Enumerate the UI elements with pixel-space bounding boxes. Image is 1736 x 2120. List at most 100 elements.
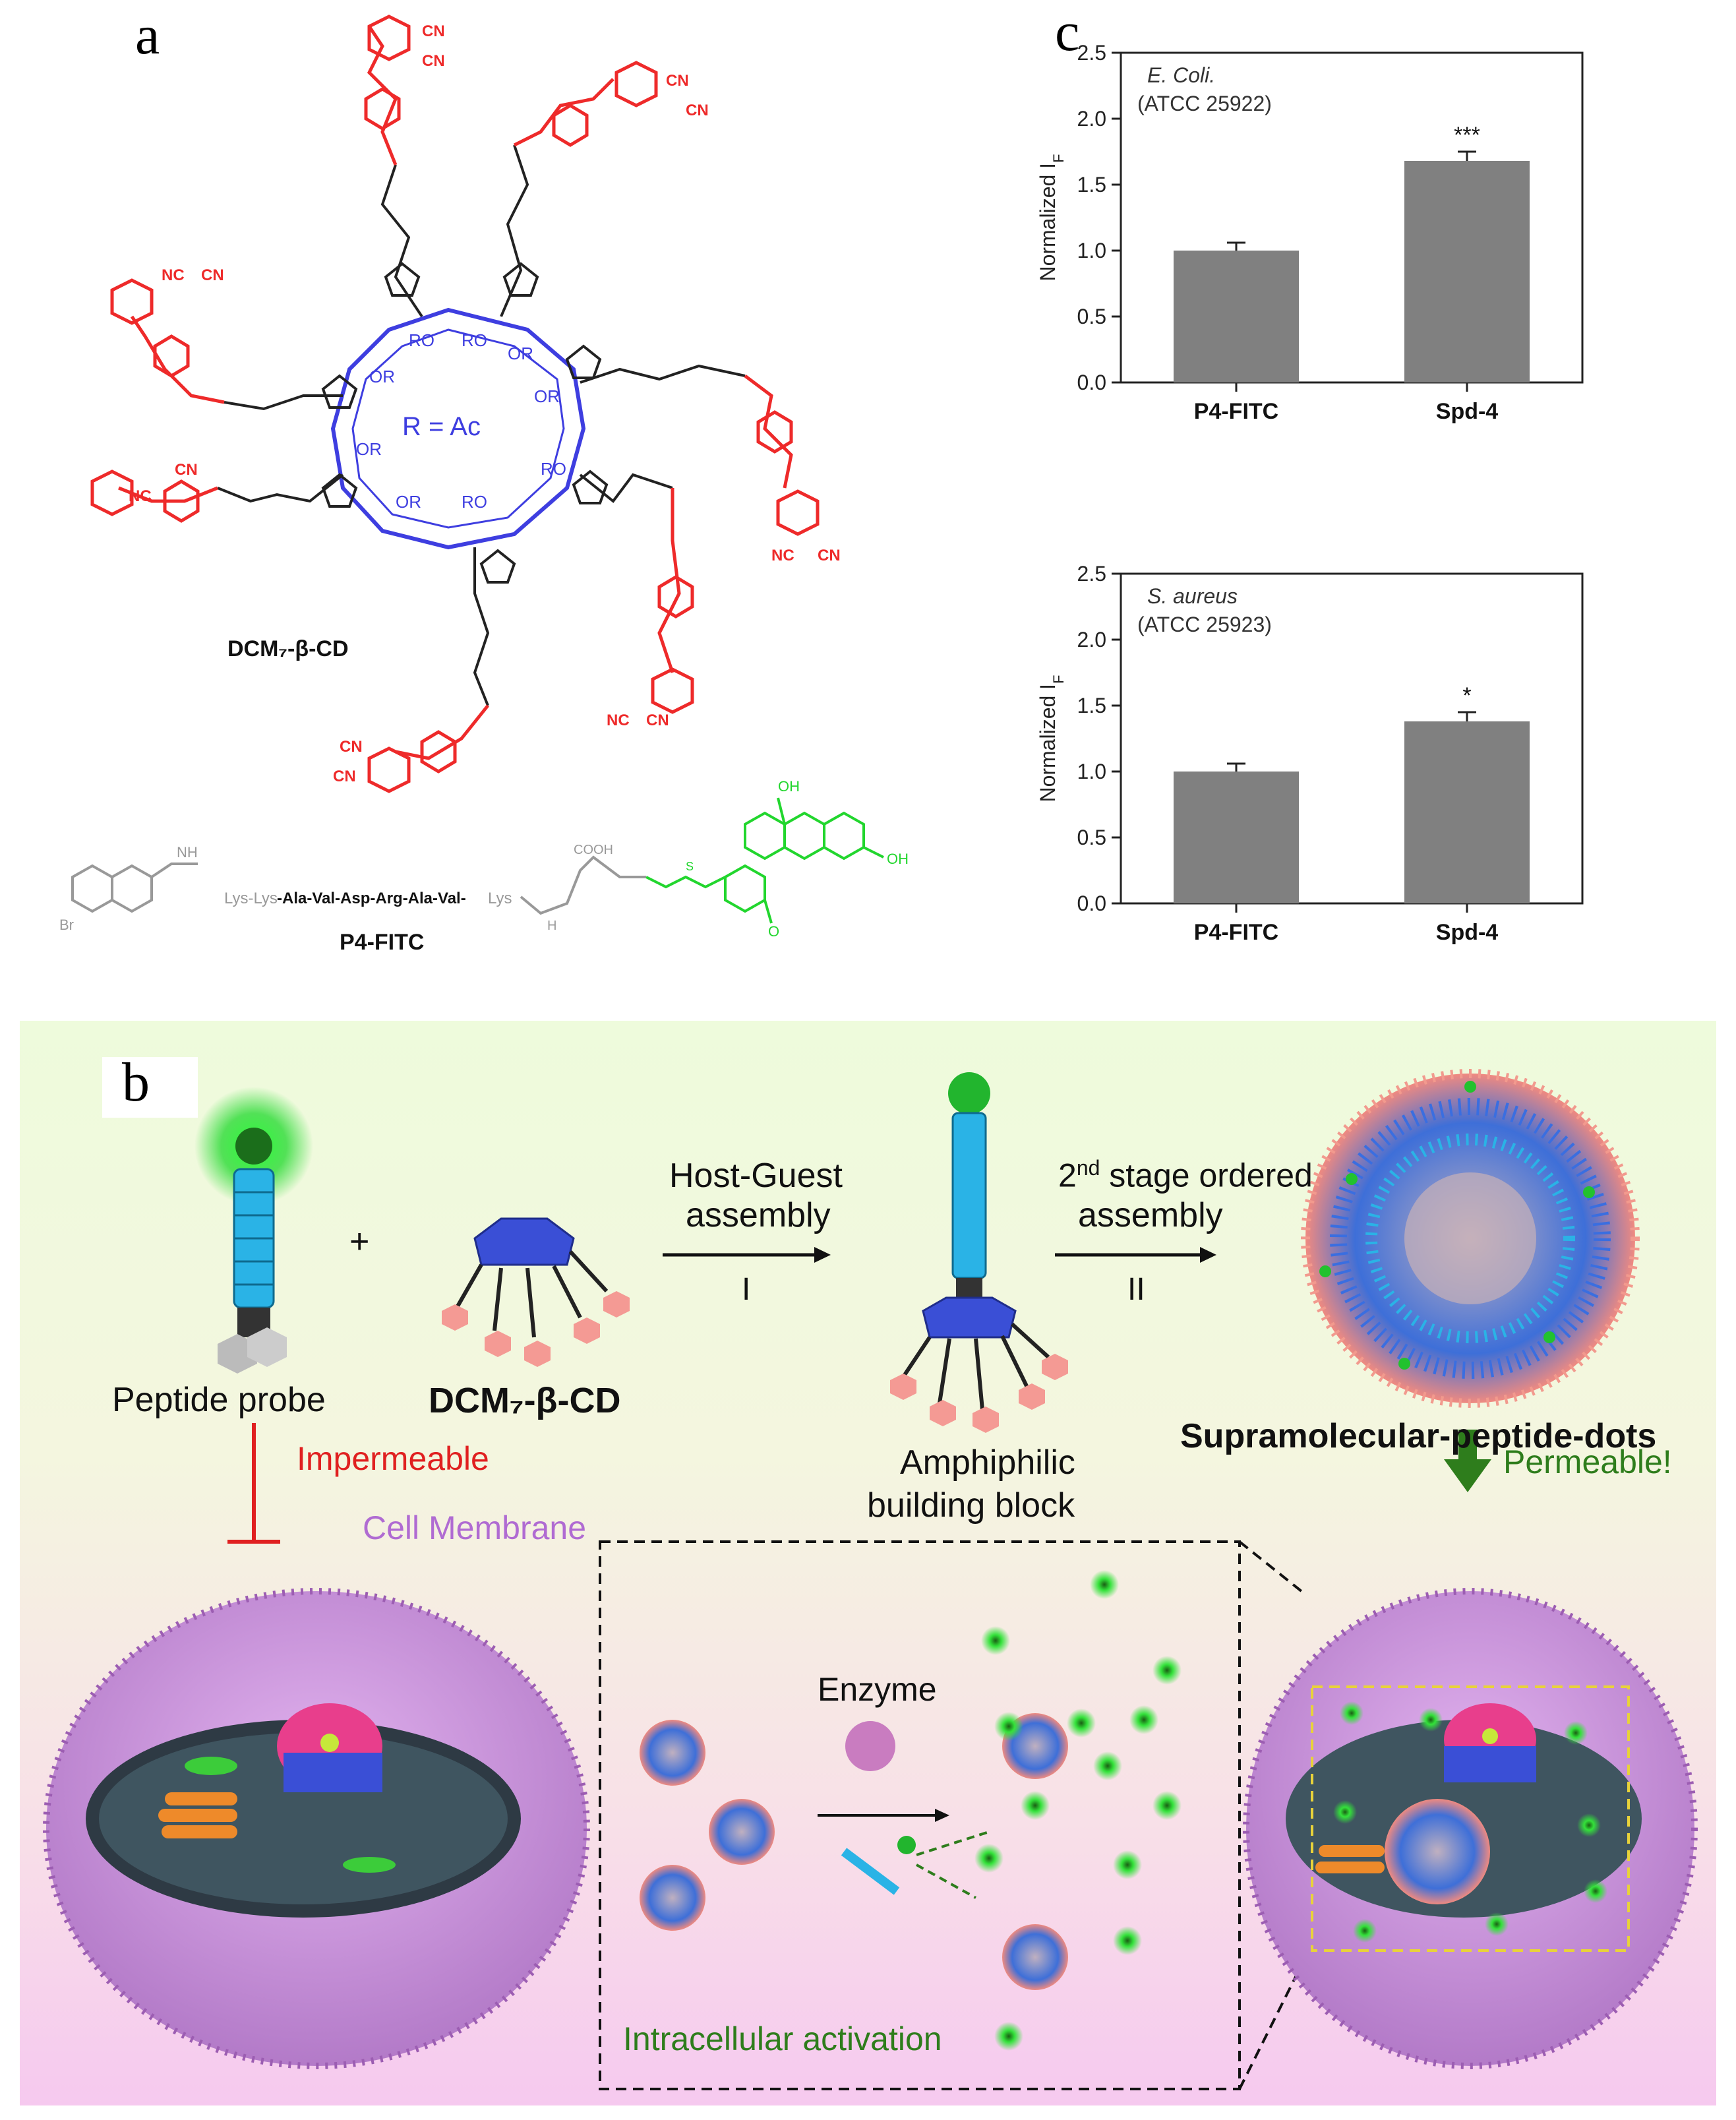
nc-label: NC — [129, 487, 152, 505]
chart-subtitle: (ATCC 25923) — [1137, 613, 1272, 636]
bar — [1174, 251, 1299, 382]
x-tick-label: P4-FITC — [1194, 920, 1278, 945]
cn-label: CN — [686, 102, 709, 119]
superscript-nd: nd — [1076, 1156, 1100, 1180]
cell-membrane-label: Cell Membrane — [363, 1509, 587, 1546]
cn-label: CN — [340, 738, 363, 756]
y-tick-label: 1.0 — [1077, 760, 1106, 783]
step-ii-label: II — [1127, 1272, 1145, 1307]
amphiphilic-label-1: Amphiphilic — [900, 1443, 1075, 1482]
bar — [1404, 161, 1530, 382]
host-guest-label: Host-Guest — [669, 1157, 843, 1195]
p4-fitc-structure: Br NH Lys-Lys -Ala-Val-Asp-Arg-Ala-Val- … — [59, 778, 909, 955]
panel-b-letter: b — [122, 1052, 150, 1113]
permeable-label: Permeable! — [1503, 1443, 1672, 1480]
or-label: OR — [534, 386, 560, 406]
y-axis-label: Normalized IF — [1036, 675, 1067, 802]
peptide-sequence: -Ala-Val-Asp-Arg-Ala-Val- — [277, 890, 466, 907]
supramolecular-dot-icon — [1301, 1069, 1640, 1408]
panel-b-schematic: b — [20, 1021, 1716, 2105]
y-tick-label: 2.0 — [1077, 628, 1106, 651]
impermeable-label: Impermeable — [297, 1440, 489, 1477]
dcm-cd-label: DCM₇-β-CD — [429, 1381, 621, 1420]
panel-b-letter-box — [102, 1057, 198, 1118]
dcm-cd-icon — [442, 1217, 630, 1367]
step-i-label: I — [742, 1272, 751, 1307]
significance-label: * — [1462, 683, 1471, 708]
chart-title: E. Coli. — [1147, 63, 1215, 87]
y-tick-label: 0.5 — [1077, 826, 1106, 849]
assembly-label-2: assembly — [1078, 1196, 1223, 1234]
dcm-chromophores — [90, 15, 820, 793]
br-label: Br — [59, 917, 74, 933]
peptide-probe-label: Peptide probe — [112, 1381, 326, 1419]
y-tick-label: 1.5 — [1077, 694, 1106, 717]
peptide-lys-tail: Lys — [488, 890, 512, 907]
or-label: OR — [356, 439, 382, 459]
chart-title: S. aureus — [1147, 584, 1238, 608]
nc-label: NC — [771, 547, 794, 564]
amphiphilic-label-2: building block — [867, 1486, 1075, 1525]
y-tick-label: 2.0 — [1077, 107, 1106, 131]
ro-label: RO — [462, 330, 487, 350]
o-label: O — [768, 923, 779, 940]
cn-label: CN — [422, 22, 445, 40]
ro-label: RO — [409, 330, 434, 350]
y-tick-label: 2.5 — [1077, 562, 1106, 586]
amphiphilic-block-icon — [890, 1072, 1068, 1433]
nh-label: NH — [177, 844, 198, 861]
ro-label: RO — [541, 459, 566, 479]
panel-c-letter: c — [1055, 1, 1080, 63]
cn-label: CN — [201, 266, 224, 284]
nc-label: NC — [607, 712, 630, 729]
cn-label: CN — [422, 52, 445, 70]
enzyme-label: Enzyme — [818, 1671, 937, 1708]
schematic-graphics — [43, 1069, 1698, 2090]
y-axis-label-subscript: F — [1050, 675, 1067, 683]
oh-label: OH — [887, 851, 909, 867]
y-axis-label: Normalized IF — [1036, 154, 1067, 281]
or-label: OR — [508, 344, 533, 363]
assembly-label-1: assembly — [686, 1196, 831, 1234]
y-tick-label: 1.0 — [1077, 239, 1106, 262]
peptide-probe-icon — [195, 1087, 313, 1374]
x-tick-label: Spd-4 — [1436, 399, 1499, 424]
spd-label: Supramolecular-peptide-dots — [1180, 1417, 1657, 1455]
dcm7-b-cd-structure: RO RO OR OR OR OR RO OR RO R = Ac — [59, 15, 909, 955]
core-label: R = Ac — [402, 412, 481, 441]
bar — [1174, 772, 1299, 903]
s-label: S — [686, 860, 694, 873]
y-tick-label: 0.0 — [1077, 371, 1106, 394]
nc-label: NC — [162, 266, 185, 284]
plus-sign: + — [349, 1223, 370, 1261]
y-axis-label-subscript: F — [1050, 154, 1067, 162]
peptide-name: P4-FITC — [340, 930, 424, 955]
y-tick-label: 1.5 — [1077, 173, 1106, 197]
linker-arms — [217, 144, 746, 706]
triazole-rings — [321, 262, 609, 584]
y-tick-label: 0.0 — [1077, 892, 1106, 915]
x-tick-label: P4-FITC — [1194, 399, 1278, 424]
or-label: OR — [396, 492, 421, 512]
cyclodextrin-core — [330, 307, 586, 550]
cooh-label: COOH — [574, 843, 613, 857]
x-tick-label: Spd-4 — [1436, 920, 1499, 945]
panel-a-letter: a — [135, 5, 160, 66]
y-tick-label: 2.5 — [1077, 41, 1106, 65]
left-cell-icon — [43, 1588, 590, 2069]
cn-label: CN — [818, 547, 841, 564]
second-stage-label: 2nd stage ordered — [1058, 1156, 1313, 1194]
plot-frame — [1120, 572, 1584, 905]
h-label: H — [547, 919, 556, 933]
right-cell-icon — [1243, 1588, 1698, 2069]
or-label: OR — [369, 367, 395, 386]
chart-subtitle: (ATCC 25922) — [1137, 92, 1272, 115]
molecule-label: DCM₇-β-CD — [227, 636, 349, 661]
y-tick-label: 0.5 — [1077, 305, 1106, 328]
intracellular-label: Intracellular activation — [623, 2020, 942, 2057]
plot-frame — [1120, 51, 1584, 384]
enzyme-scene — [640, 1570, 1182, 2051]
peptide-lys-lys: Lys-Lys — [224, 890, 278, 907]
